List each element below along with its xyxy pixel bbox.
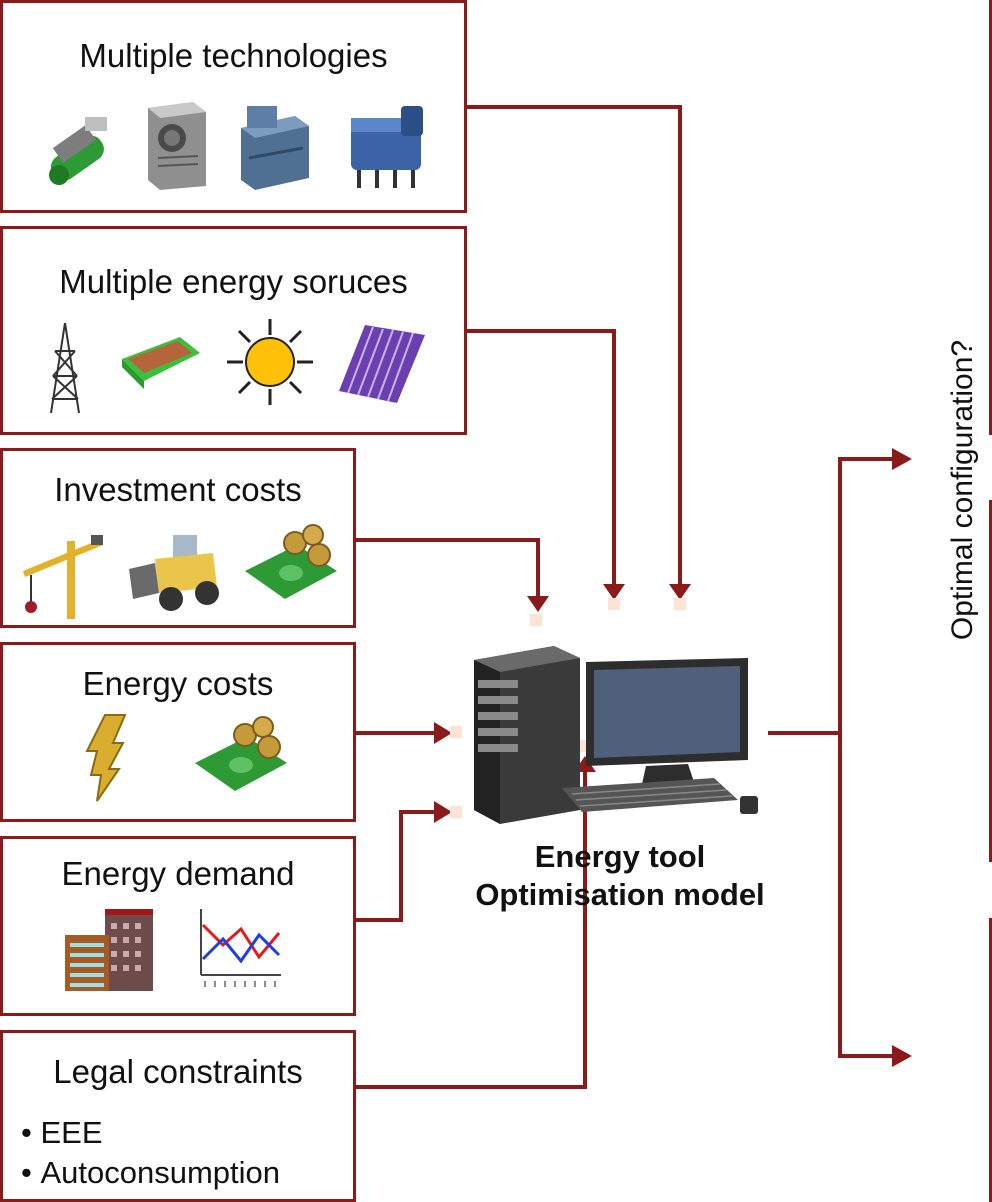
output-box-edge — [989, 918, 992, 1202]
bulldozer-icon — [129, 535, 219, 611]
generator-icon — [49, 117, 107, 185]
legal-constraints-box: Legal constraints EEE Autoconsumption — [0, 1030, 356, 1202]
technologies-box: Multiple technologies — [0, 0, 467, 213]
technologies-title: Multiple technologies — [79, 37, 388, 74]
demand-connector — [356, 810, 436, 922]
arrowhead — [669, 584, 691, 600]
energy-costs-title: Energy costs — [82, 665, 274, 702]
crane-icon — [23, 535, 103, 619]
energy-costs-box: Energy costs — [0, 642, 356, 822]
money-icon — [195, 716, 287, 791]
legal-constraints-list: EEE Autoconsumption — [21, 1113, 280, 1193]
biomass-icon — [122, 337, 200, 389]
demand-chart-icon — [200, 909, 281, 987]
output-box-edge — [989, 0, 992, 435]
arrowhead — [434, 801, 452, 823]
sources-connector — [467, 329, 616, 584]
boiler-icon — [148, 102, 206, 190]
output-top-connector — [838, 457, 893, 733]
buildings-icon — [65, 909, 153, 991]
energy-sources-title: Multiple energy soruces — [59, 263, 408, 300]
lightning-icon — [85, 714, 127, 802]
investment-costs-box: Investment costs — [0, 448, 356, 628]
arrowhead — [527, 596, 549, 612]
center-title-line2: Optimisation model — [475, 877, 765, 912]
energy-demand-title: Energy demand — [61, 855, 295, 892]
legal-constraints-title: Legal constraints — [53, 1053, 303, 1090]
money-icon — [245, 524, 337, 599]
center-title-line1: Energy tool — [534, 839, 706, 874]
output-bottom-connector — [838, 733, 893, 1058]
legal-bullet-autoconsumption: Autoconsumption — [21, 1153, 280, 1193]
heat-pump-icon — [241, 106, 309, 190]
center-caption: Energy tool Optimisation model — [420, 838, 820, 914]
port-marker — [530, 614, 542, 626]
port-marker — [674, 598, 686, 610]
port-marker — [608, 598, 620, 610]
arrowhead — [603, 584, 625, 600]
port-marker — [450, 806, 462, 818]
energy-demand-box: Energy demand — [0, 836, 356, 1016]
solar-collector-icon — [339, 325, 425, 403]
sun-icon — [227, 319, 313, 405]
energy-sources-box: Multiple energy soruces — [0, 226, 467, 435]
arrowhead — [892, 1045, 912, 1067]
chiller-icon — [351, 106, 423, 188]
output-box-edge — [989, 500, 992, 862]
investment-connector — [356, 538, 540, 598]
arrowhead — [434, 722, 452, 744]
investment-costs-title: Investment costs — [54, 471, 302, 508]
computer-icon — [474, 646, 758, 824]
power-tower-icon — [50, 322, 80, 414]
technologies-connector — [467, 105, 682, 584]
arrowhead — [892, 448, 912, 470]
legal-bullet-eee: EEE — [21, 1113, 280, 1153]
legal-connector — [356, 770, 587, 1089]
output-label: Optimal configuration? — [946, 339, 979, 641]
port-marker — [450, 726, 462, 738]
